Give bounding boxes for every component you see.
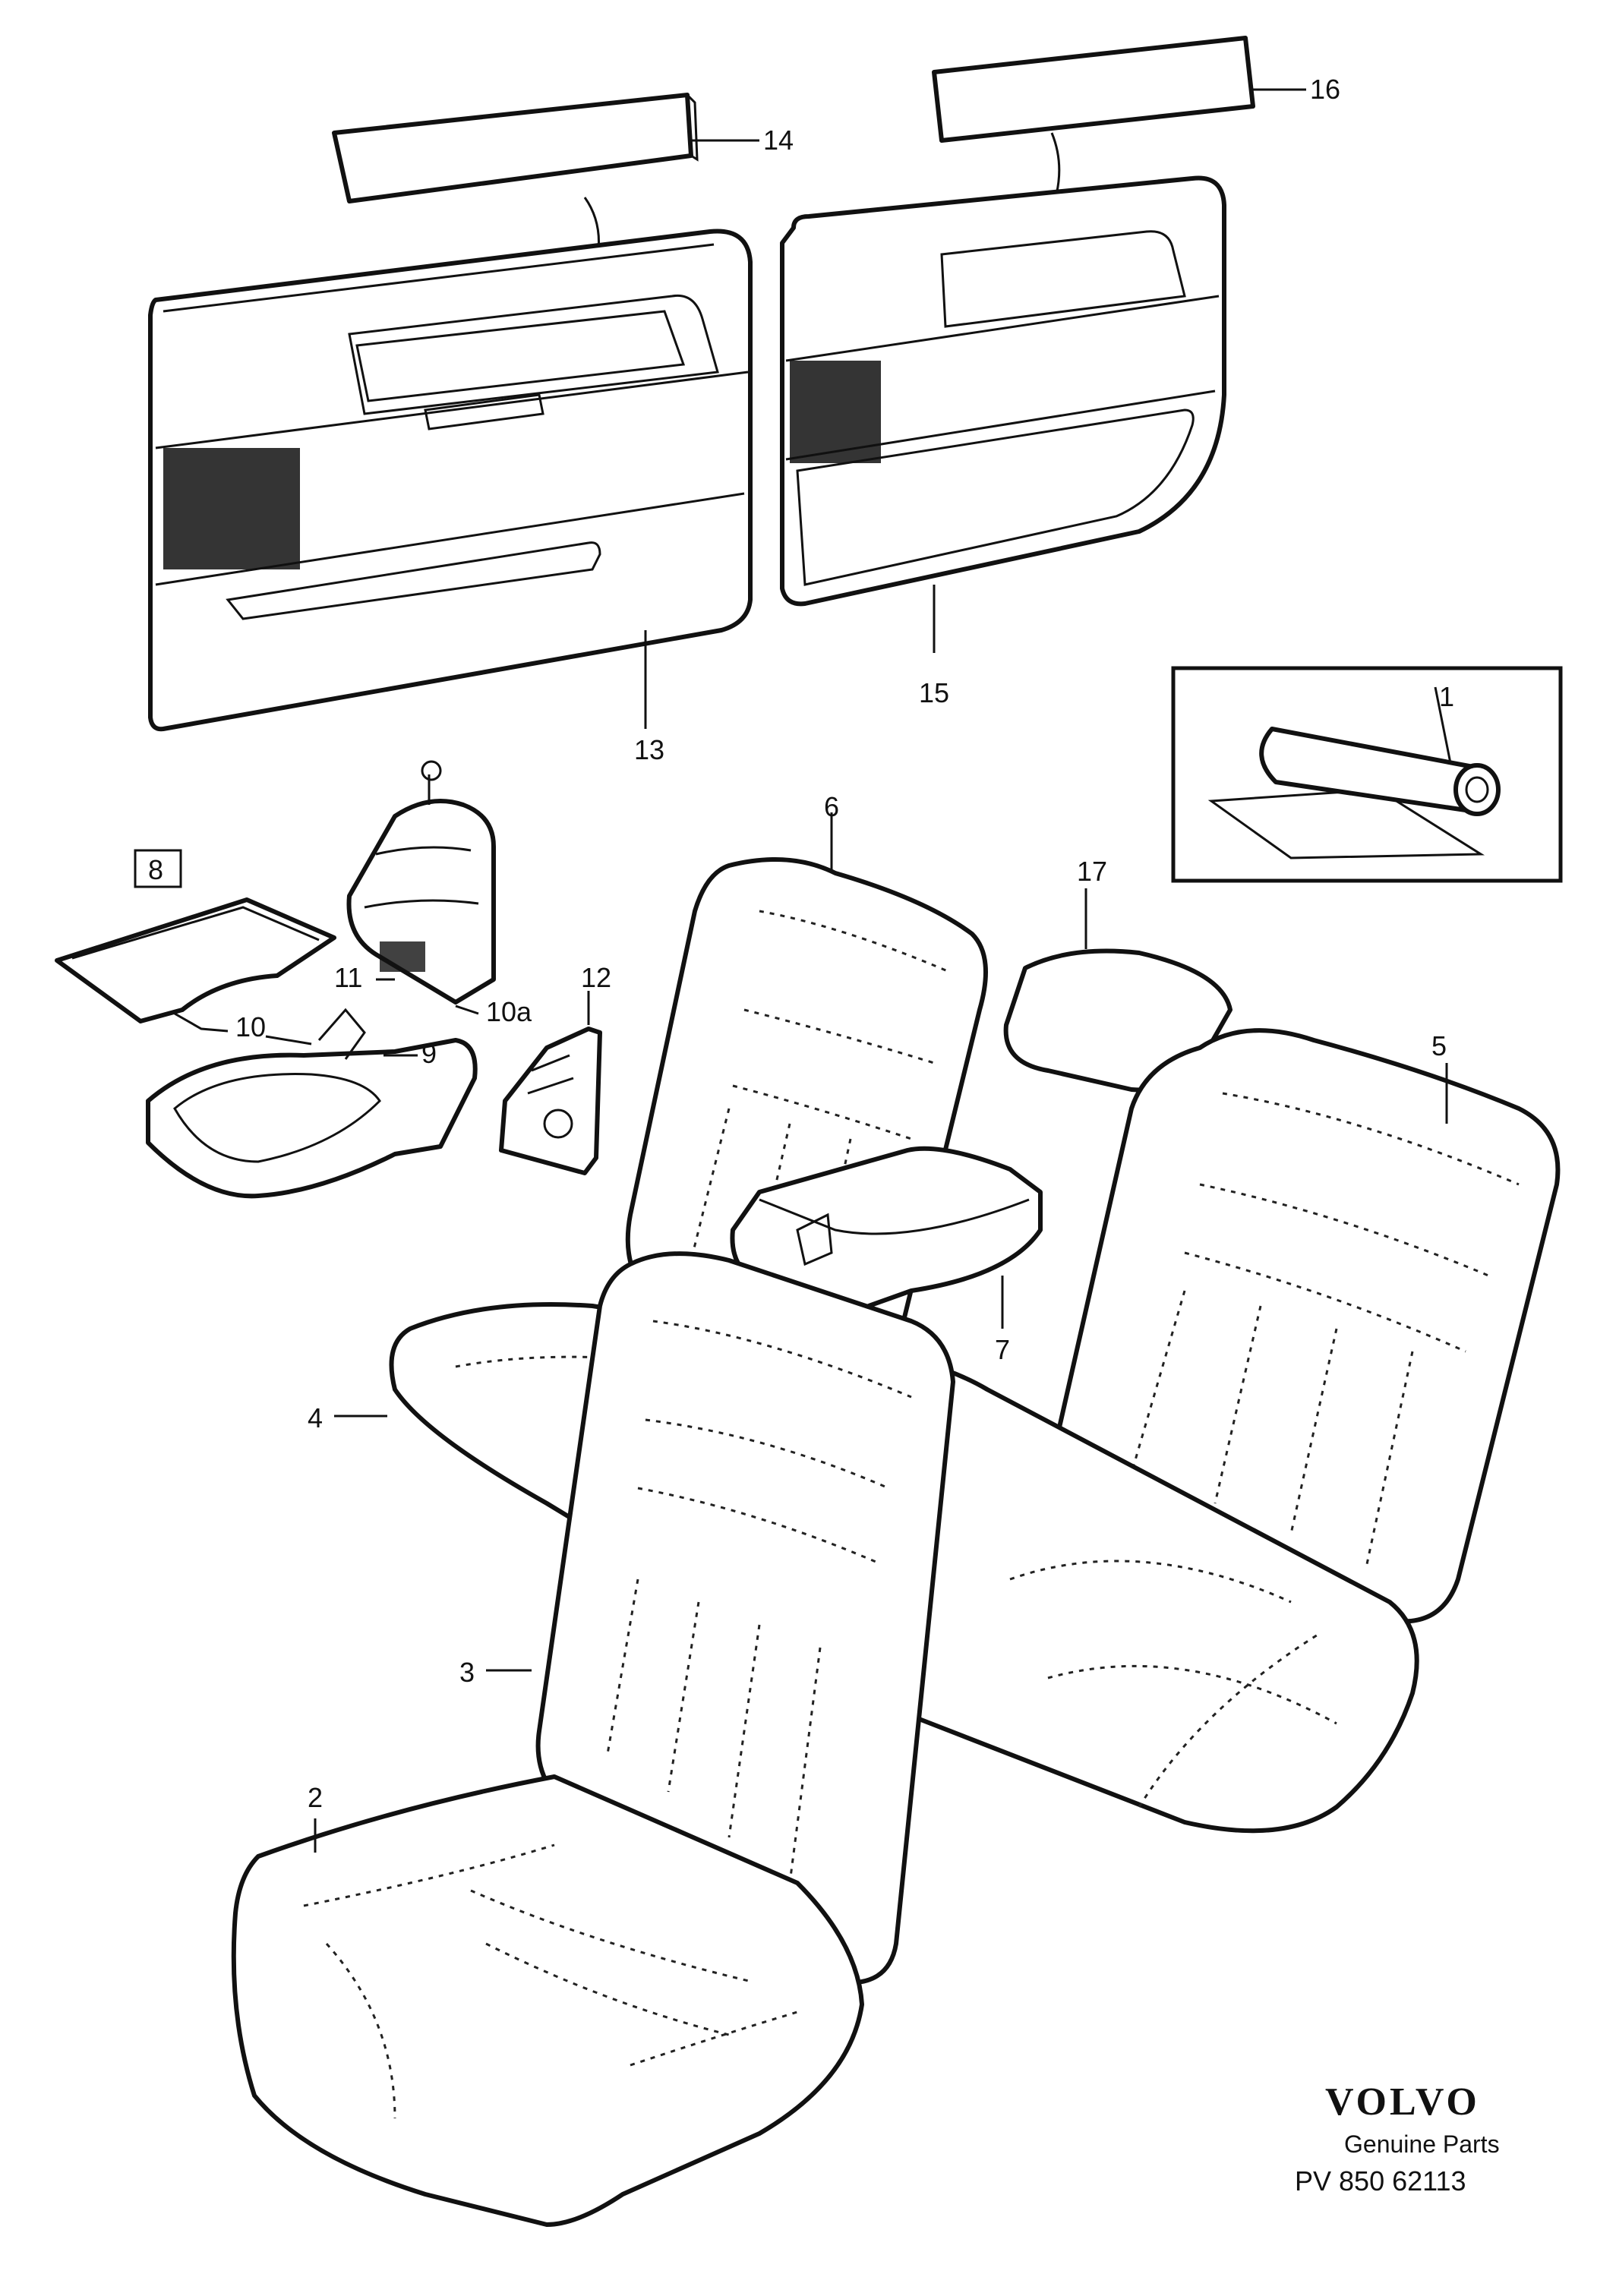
rear-seat-backrest-5 [1055,1028,1561,1624]
callout-12: 12 [581,962,611,993]
callout-9: 9 [421,1038,437,1069]
callout-14: 14 [763,125,794,156]
front-seat-backrest-3 [486,1251,955,1985]
callout-8: 8 [148,854,163,885]
callout-2: 2 [308,1782,323,1813]
callout-10: 10 [235,1011,266,1042]
callout-13: 13 [634,734,664,765]
genuine-parts-label: Genuine Parts [1344,2130,1500,2158]
front-door-panel-13 [148,229,753,732]
volvo-logo: VOLVO [1325,2080,1480,2124]
center-headrest-17 [1003,888,1233,1093]
callout-15: 15 [919,677,949,708]
insulation-roll-1 [1171,666,1563,883]
callout-4: 4 [308,1402,323,1433]
callout-5: 5 [1431,1030,1447,1061]
seat-heating-kit-8 [55,760,602,1199]
part-number: PV 850 62113 [1295,2165,1466,2197]
callout-17: 17 [1077,856,1107,887]
rear-door-panel-15 [780,175,1226,653]
branding-block: VOLVO Genuine Parts PV 850 62113 [1295,2080,1500,2197]
callout-1: 1 [1439,681,1454,712]
front-seat-cushion-2 [231,1774,864,2227]
callout-labels: 14 16 13 15 1 8 6 17 5 12 11 10a 10 9 7 … [148,74,1454,1813]
callout-10a: 10a [486,996,532,1027]
callout-7: 7 [995,1334,1010,1365]
callout-3: 3 [459,1657,475,1688]
callout-16: 16 [1310,74,1340,105]
callout-11: 11 [334,962,362,993]
callout-6: 6 [824,791,839,822]
